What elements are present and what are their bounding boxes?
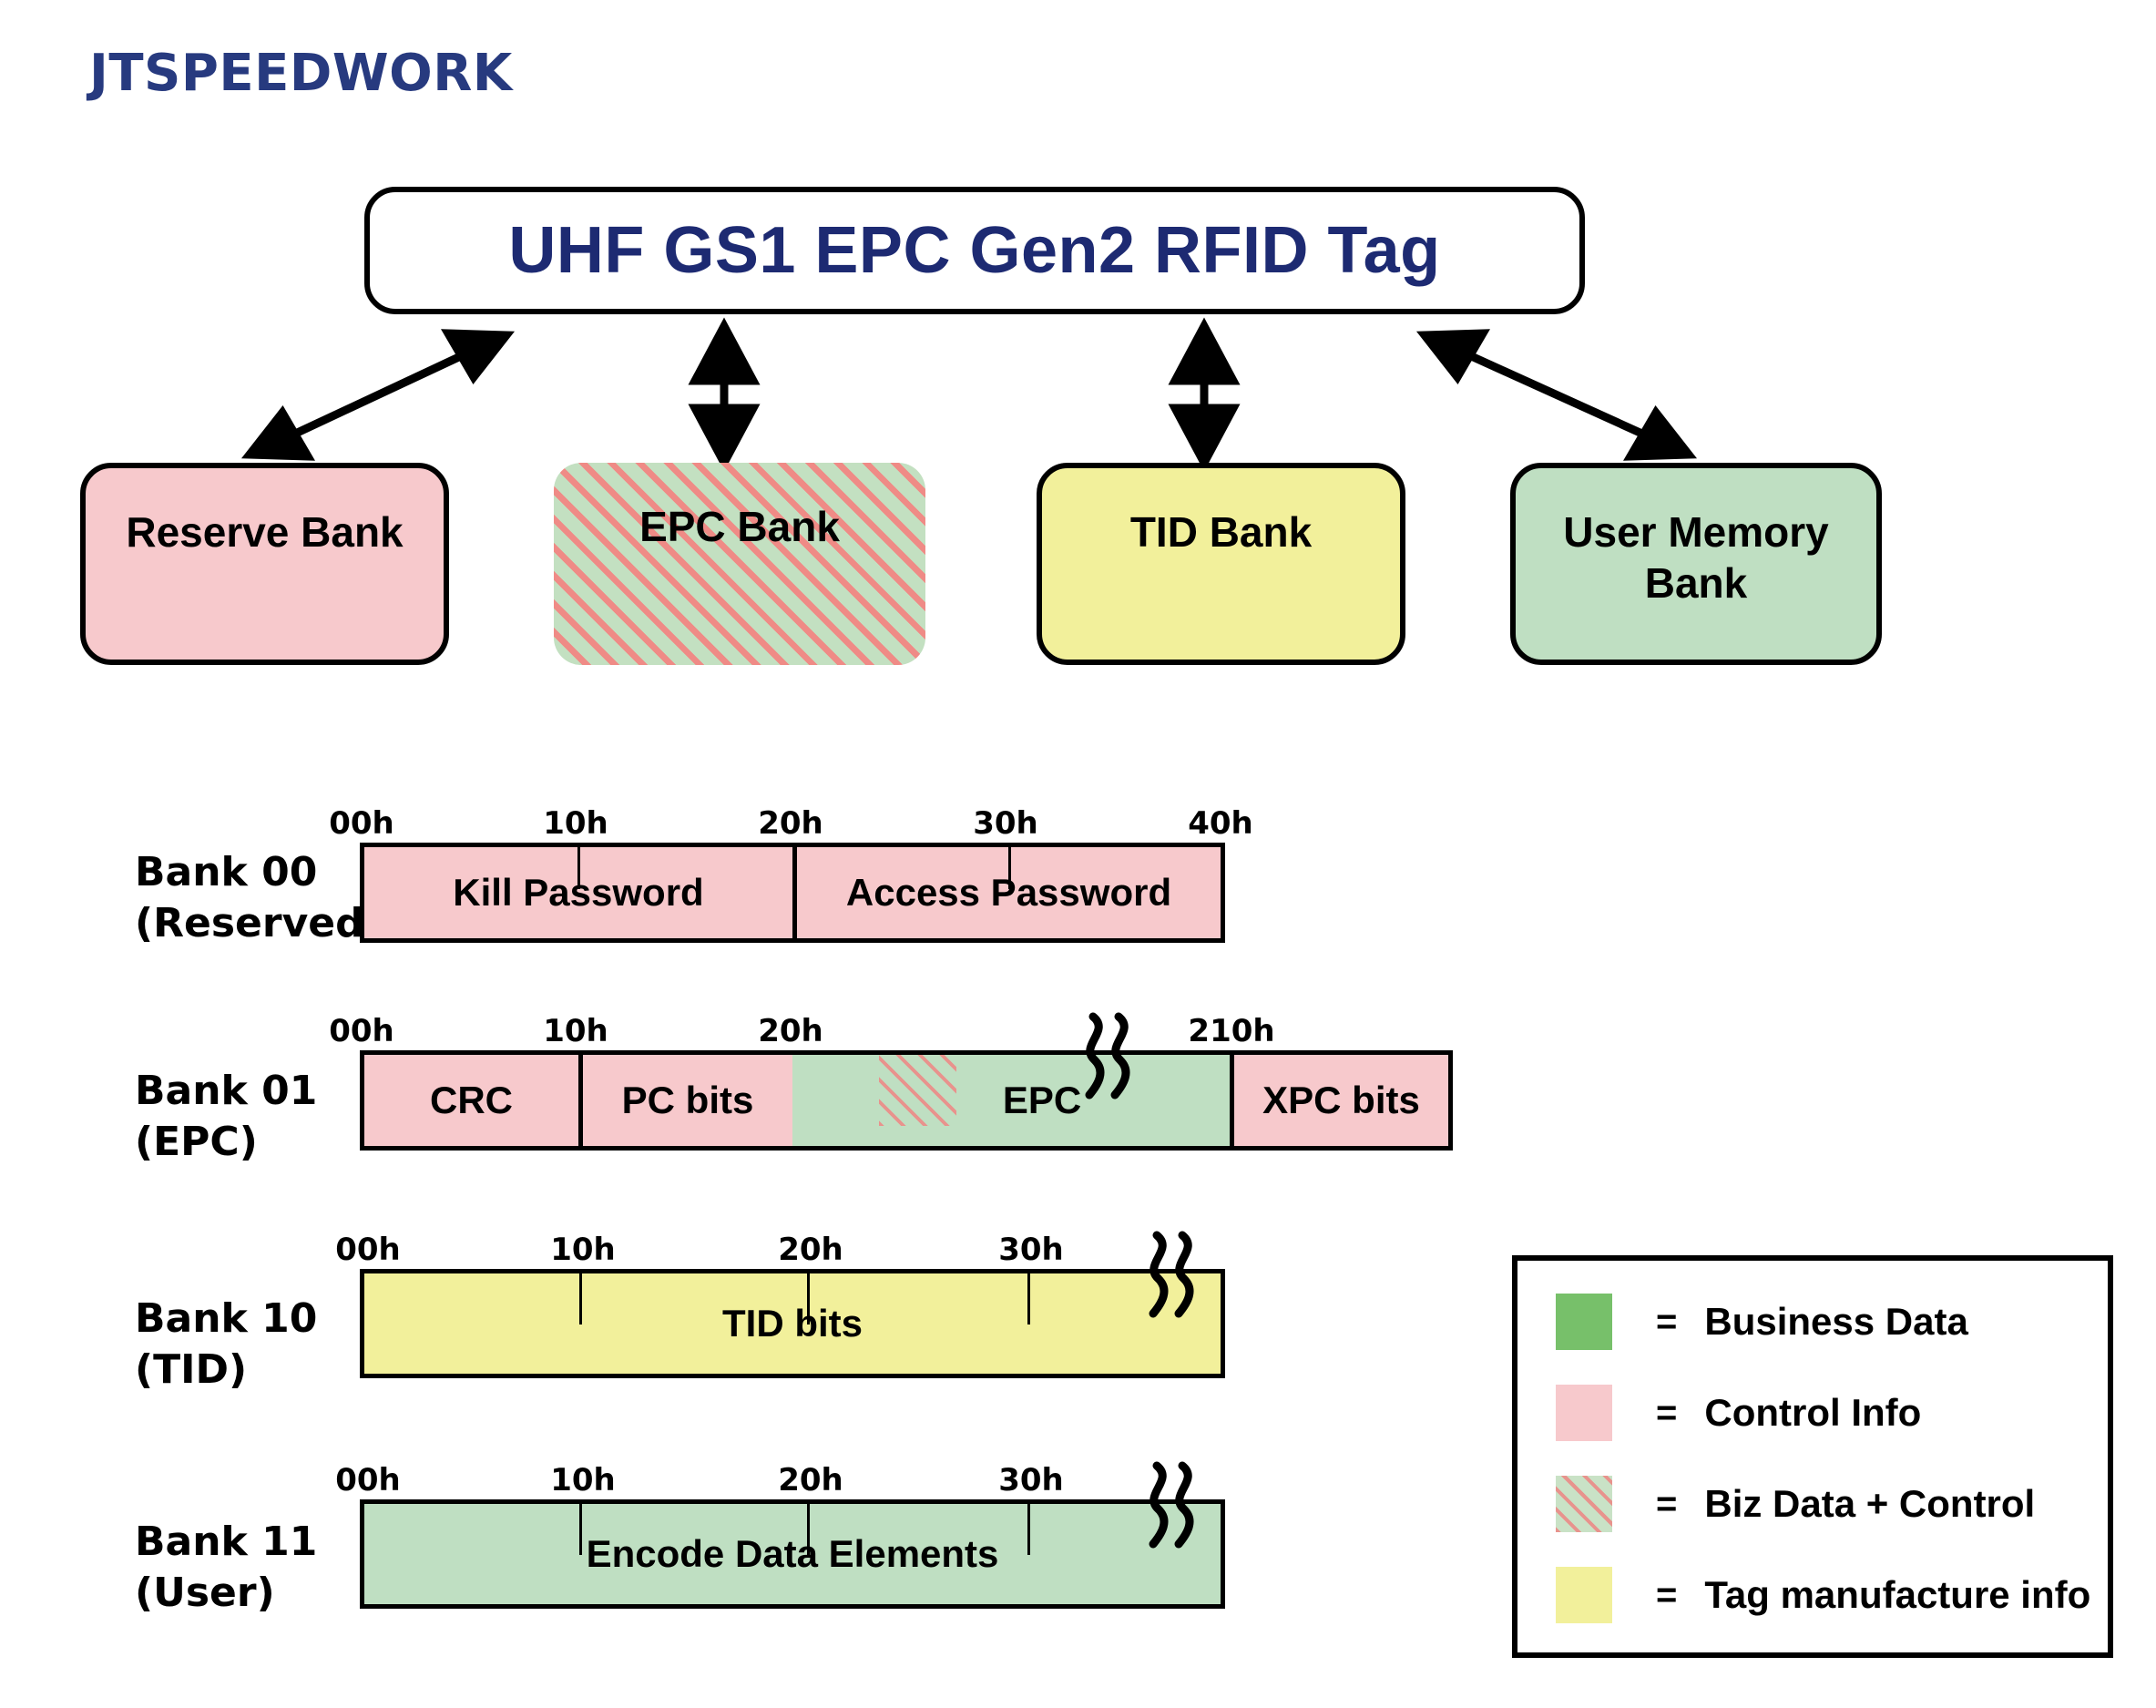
segment-pc-bits[interactable]: PC bits [578, 1055, 792, 1146]
legend-equals-3: = [1656, 1574, 1678, 1615]
bank-box-reserve[interactable]: Reserve Bank [80, 463, 449, 665]
memory-bar-bank-00[interactable]: Kill Password Access Password [360, 843, 1225, 943]
tick-label-b10-20h: 20h [778, 1232, 843, 1268]
row-label-bank-01: Bank 01 (EPC) [135, 1068, 318, 1166]
legend-label-biz-data-control: Biz Data + Control [1704, 1482, 2036, 1525]
legend-swatch-green-icon [1556, 1294, 1612, 1350]
tick-label-b11-30h: 30h [998, 1462, 1064, 1498]
arrow-tid [1168, 317, 1241, 472]
bank-box-epc-label: EPC Bank [639, 503, 840, 550]
bank-box-reserve-label: Reserve Bank [126, 508, 404, 556]
legend-panel: = Business Data = Control Info = Biz Dat… [1512, 1255, 2113, 1658]
tick-mark-b00-10h [577, 847, 580, 889]
arrow-user [1415, 329, 1698, 461]
legend-label-tag-manufacture-info: Tag manufacture info [1704, 1573, 2091, 1616]
bank-box-user-label: User Memory Bank [1563, 508, 1829, 608]
tick-label-b11-00h: 00h [335, 1462, 401, 1498]
legend-label-business-data: Business Data [1704, 1300, 1968, 1343]
tick-label-b00-00h: 00h [329, 805, 394, 842]
segment-tid-bits-label: TID bits [722, 1302, 863, 1345]
tick-mark-b11-30h [1027, 1504, 1030, 1555]
tick-label-b00-10h: 10h [543, 805, 608, 842]
tick-mark-b00-30h [1007, 847, 1011, 889]
bank-box-epc[interactable]: EPC Bank [554, 463, 925, 665]
segment-xpc-bits-label: XPC bits [1262, 1079, 1420, 1121]
break-squiggle-bank-11 [1149, 1461, 1194, 1549]
memory-bar-bank-10[interactable]: TID bits [360, 1269, 1225, 1378]
tick-label-b10-30h: 30h [998, 1232, 1064, 1268]
tick-label-b11-10h: 10h [550, 1462, 616, 1498]
segment-crc-label: CRC [430, 1079, 513, 1121]
row-label-bank-00: Bank 00 (Reserved) [135, 849, 383, 947]
row-label-bank-11: Bank 11 (User) [135, 1519, 318, 1617]
tick-label-b11-20h: 20h [778, 1462, 843, 1498]
segment-epc-label: EPC [1002, 1079, 1082, 1121]
tick-label-b00-30h: 30h [973, 805, 1038, 842]
tick-label-b00-20h: 20h [758, 805, 823, 842]
bank-box-tid[interactable]: TID Bank [1037, 463, 1405, 665]
tick-mark-b11-20h [807, 1504, 810, 1555]
page-title: UHF GS1 EPC Gen2 RFID Tag [508, 214, 1441, 287]
tick-mark-b10-10h [579, 1273, 582, 1324]
tick-label-b01-20h: 20h [758, 1013, 823, 1049]
tick-label-b10-10h: 10h [550, 1232, 616, 1268]
tick-label-b01-210h: 210h [1188, 1013, 1275, 1049]
segment-access-password-label: Access Password [845, 871, 1172, 914]
tick-mark-b11-10h [579, 1504, 582, 1555]
tick-label-b01-10h: 10h [543, 1013, 608, 1049]
arrow-epc [688, 317, 761, 472]
break-squiggle-bank-10 [1149, 1231, 1194, 1318]
brand-logo: JTSPEEDWORK [89, 44, 513, 103]
tag-title-box: UHF GS1 EPC Gen2 RFID Tag [364, 187, 1585, 314]
legend-label-control-info: Control Info [1704, 1391, 1922, 1434]
tick-label-b01-00h: 00h [329, 1013, 394, 1049]
legend-item-control-info: = Control Info [1556, 1381, 1921, 1445]
legend-item-biz-data-control: = Biz Data + Control [1556, 1472, 2035, 1536]
memory-bar-bank-01[interactable]: CRC PC bits EPC XPC bits [360, 1050, 1453, 1151]
legend-item-business-data: = Business Data [1556, 1290, 1968, 1354]
segment-tid-bits[interactable]: TID bits [364, 1273, 1221, 1374]
row-label-bank-10: Bank 10 (TID) [135, 1295, 318, 1394]
segment-encode-data-elements-label: Encode Data Elements [586, 1532, 999, 1575]
tick-mark-b10-30h [1027, 1273, 1030, 1324]
legend-swatch-hatch-icon [1556, 1476, 1612, 1532]
memory-bar-bank-11[interactable]: Encode Data Elements [360, 1499, 1225, 1609]
segment-epc[interactable]: EPC [792, 1055, 1230, 1146]
segment-kill-password[interactable]: Kill Password [364, 847, 792, 938]
legend-item-tag-manufacture-info: = Tag manufacture info [1556, 1563, 2090, 1627]
tick-label-b10-00h: 00h [335, 1232, 401, 1268]
legend-swatch-yellow-icon [1556, 1567, 1612, 1623]
epc-hatch-patch-icon [879, 1055, 956, 1126]
legend-swatch-pink-icon [1556, 1385, 1612, 1441]
legend-equals-1: = [1656, 1392, 1678, 1433]
bank-box-tid-label: TID Bank [1129, 508, 1313, 556]
segment-kill-password-label: Kill Password [453, 871, 704, 914]
tick-label-b00-40h: 40h [1188, 805, 1253, 842]
segment-access-password[interactable]: Access Password [792, 847, 1221, 938]
segment-crc[interactable]: CRC [364, 1055, 578, 1146]
break-squiggle-bank-01 [1085, 1012, 1130, 1099]
legend-equals-0: = [1656, 1301, 1678, 1342]
tick-mark-b10-20h [807, 1273, 810, 1324]
arrow-reserve [240, 329, 516, 461]
segment-pc-bits-label: PC bits [621, 1079, 754, 1121]
segment-xpc-bits[interactable]: XPC bits [1230, 1055, 1448, 1146]
bank-box-user[interactable]: User Memory Bank [1510, 463, 1882, 665]
legend-equals-2: = [1656, 1483, 1678, 1524]
segment-encode-data-elements[interactable]: Encode Data Elements [364, 1504, 1221, 1604]
